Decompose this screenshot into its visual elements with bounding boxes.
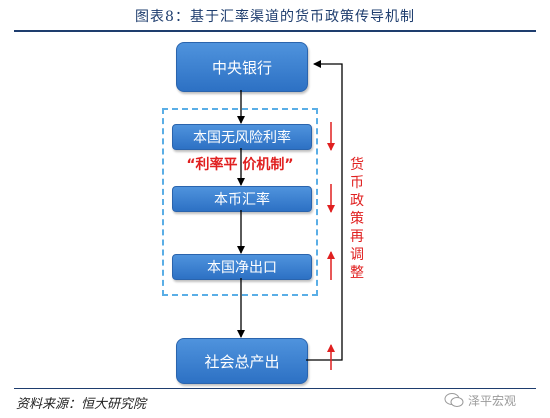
central-bank-box: 中央银行 <box>176 42 308 92</box>
policy-readjust-label: 货币政策再调整 <box>350 157 364 281</box>
total-output-box: 社会总产出 <box>176 338 308 384</box>
figure-title: 图表8：基于汇率渠道的货币政策传导机制 <box>135 9 415 25</box>
net-exports-box: 本国净出口 <box>172 254 312 280</box>
riskfree-rate-box: 本国无风险利率 <box>172 124 312 150</box>
wechat-icon <box>444 393 464 407</box>
watermark: 泽平宏观 <box>468 394 517 408</box>
transmission-dashed-frame <box>162 108 318 296</box>
net-exports-label: 本国净出口 <box>207 260 277 276</box>
central-bank-label: 中央银行 <box>211 58 272 77</box>
title-rule <box>14 30 536 32</box>
total-output-label: 社会总产出 <box>204 352 280 371</box>
source-note: 资料来源：恒大研究院 <box>16 397 147 412</box>
feedback-loop-arrow <box>306 60 343 361</box>
riskfree-rate-label: 本国无风险利率 <box>193 130 291 146</box>
source-rule <box>14 388 536 389</box>
exchange-rate-box: 本币汇率 <box>172 186 312 212</box>
exchange-rate-label: 本币汇率 <box>214 192 270 208</box>
interest-parity-label: “利率平 价机制” <box>186 157 294 173</box>
